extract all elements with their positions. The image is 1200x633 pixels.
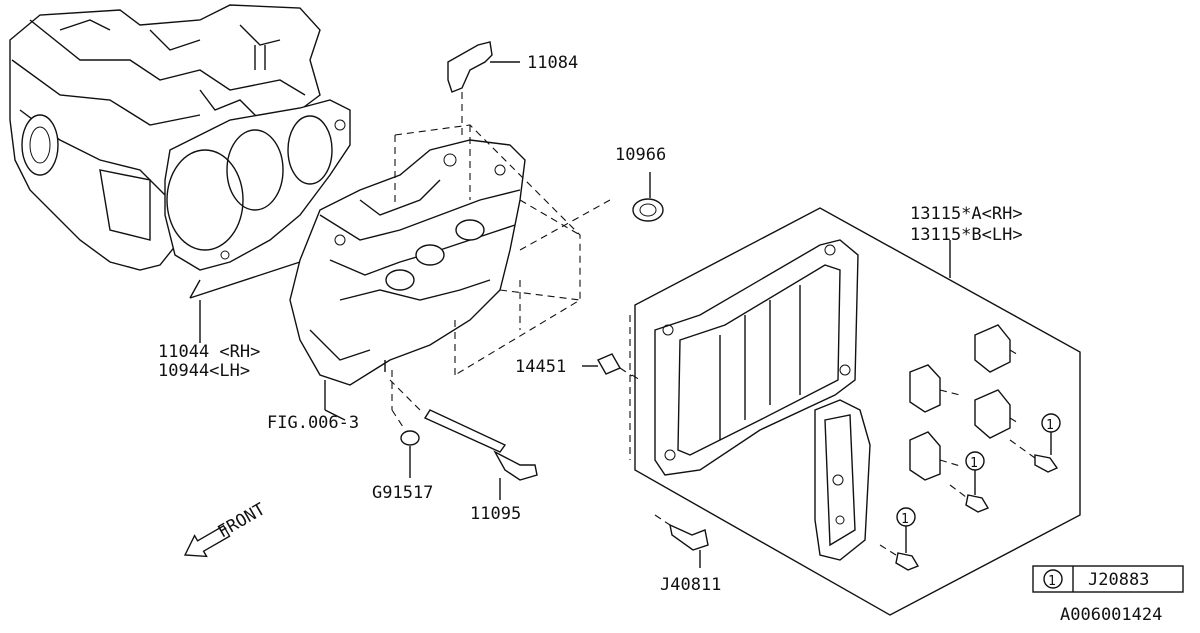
plug-10966-drawing — [632, 172, 664, 222]
label-10966: 10966 — [615, 145, 666, 165]
head-dash-box — [394, 124, 611, 376]
bolt-11095-drawing — [389, 379, 538, 500]
small-bolts-drawing — [654, 439, 1059, 571]
callout-1-b: 1 — [970, 456, 978, 471]
head-gasket-drawing — [164, 99, 351, 299]
diagram-id: A006001424 — [1060, 605, 1162, 625]
cam-cap-kit-box — [634, 207, 1081, 616]
stud-14451-drawing — [582, 353, 633, 377]
engine-block-drawing — [9, 4, 321, 271]
label-fig-006-3[interactable]: FIG.006-3 — [267, 413, 359, 433]
cylinder-head-drawing — [289, 139, 526, 386]
washer-g91517-drawing — [391, 370, 420, 478]
label-10944: 10944<LH> — [158, 361, 250, 381]
callout-1-a: 1 — [1046, 418, 1054, 433]
label-11084: 11084 — [527, 53, 578, 73]
cam-carrier-strip-drawing — [814, 399, 871, 561]
cam-carrier-drawing — [629, 239, 859, 476]
legend-box: 1 J20883 — [1032, 565, 1184, 593]
label-front: FRONT — [215, 499, 269, 542]
label-g91517: G91517 — [372, 483, 433, 503]
callout-1-c: 1 — [901, 512, 909, 527]
label-11095: 11095 — [470, 504, 521, 524]
leader-lines — [199, 61, 520, 421]
cam-caps-drawing — [909, 324, 1021, 481]
bracket-11084-drawing — [447, 41, 493, 140]
legend-part-number: J20883 — [1088, 570, 1149, 590]
label-11044: 11044 <RH> — [158, 342, 260, 362]
label-14451: 14451 — [515, 357, 566, 377]
label-j40811: J40811 — [660, 575, 721, 595]
label-13115-b: 13115*B<LH> — [910, 225, 1023, 245]
label-13115-a: 13115*A<RH> — [910, 204, 1023, 224]
legend-callout-number: 1 — [1048, 574, 1056, 589]
front-arrow — [183, 524, 231, 558]
callout-circles — [896, 413, 1061, 553]
